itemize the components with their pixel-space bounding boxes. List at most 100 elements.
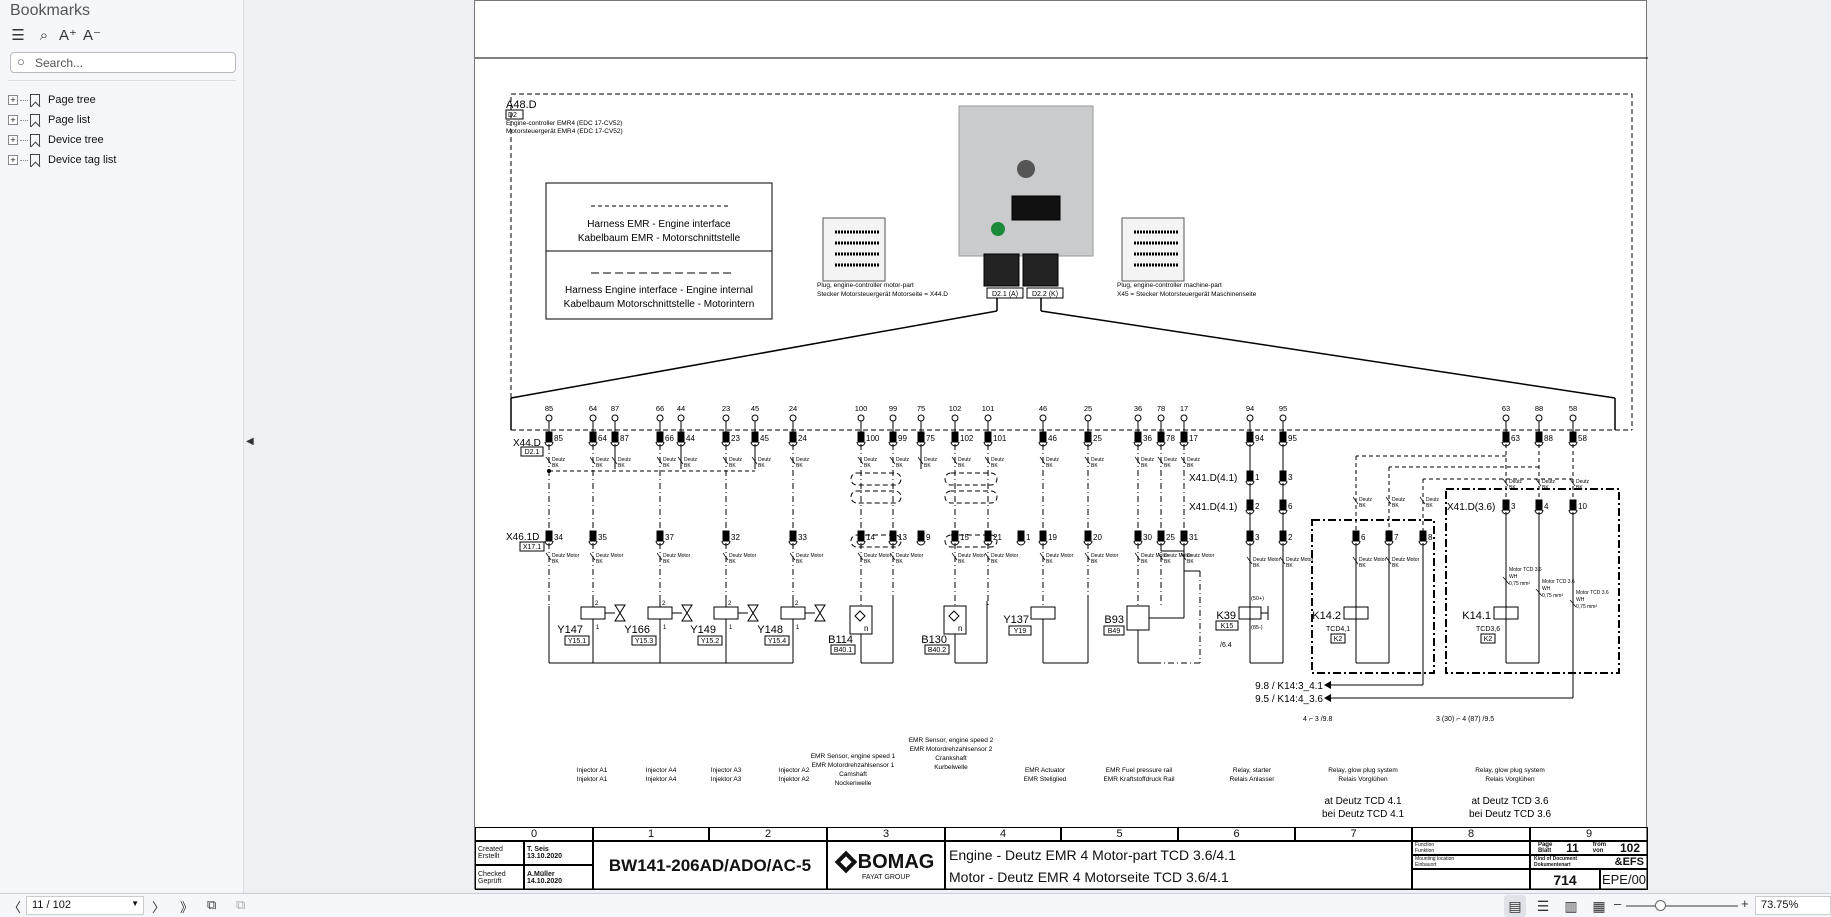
continuous-view-icon[interactable]: ☰ (1536, 898, 1550, 914)
created-label-text: Created (478, 846, 503, 853)
connector-pin (722, 530, 730, 542)
relay-box-tcd41 (1311, 519, 1435, 674)
wire-label: Deutz (991, 457, 1005, 463)
terminal-number: 87 (611, 404, 619, 413)
wire-label: WH (1576, 597, 1585, 603)
terminal-circle (656, 414, 664, 422)
next-page-button[interactable]: 〉 (152, 900, 166, 915)
component-description: EMR Sensor, engine speed 2 (909, 737, 994, 744)
grid-column-number-text: 3 (882, 828, 890, 840)
connector-pin (1246, 530, 1254, 542)
expand-icon[interactable]: + (8, 95, 18, 105)
connector-pin (1134, 530, 1142, 542)
component-tag: K14.2 (1312, 610, 1341, 622)
label: K2 (1484, 636, 1493, 643)
two-page-view-icon[interactable]: ▥ (1564, 898, 1578, 914)
title-en: Engine - Deutz EMR 4 Motor-part TCD 3.6/… (949, 846, 1236, 863)
label: B40.1 (834, 647, 852, 654)
grid-column-number: 5 (1061, 827, 1178, 841)
wire-label: Deutz (1426, 497, 1440, 503)
wire-label: Deutz Motor (1253, 557, 1281, 563)
label: 1 (596, 625, 600, 631)
bookmark-page-tree[interactable]: +Page tree (8, 91, 96, 109)
expand-icon[interactable]: + (8, 135, 18, 145)
component-ref-box (1480, 633, 1496, 644)
connector-pin (589, 431, 597, 443)
cross-reference: /6.4 (1220, 642, 1232, 649)
last-page-button[interactable]: 》 (180, 900, 194, 915)
component-description: Kurbelwelle (934, 764, 968, 771)
wire-label: BK (1141, 463, 1148, 469)
grid-column-number: 8 (1412, 827, 1530, 841)
pin-number: 36 (1143, 434, 1152, 443)
wire-mark (1385, 496, 1392, 505)
wire-label: Motor TCD 3.6 (1542, 579, 1575, 585)
connector-pin (1039, 530, 1047, 542)
machine-model: BW141-206AD/ADO/AC-5 (593, 841, 827, 890)
wire-mark (951, 552, 958, 561)
bookmark-device-tree[interactable]: +Device tree (8, 131, 104, 149)
pin-socket (1016, 540, 1026, 546)
wire-label: Deutz (663, 457, 677, 463)
expand-icon[interactable]: + (8, 155, 18, 165)
prev-page-button[interactable]: 〈 (8, 900, 22, 915)
bookmark-device-tag-list[interactable]: +Device tag list (8, 151, 116, 169)
divider (8, 80, 236, 81)
label: 1 (729, 625, 733, 631)
single-page-view-icon[interactable]: ▤ (1504, 895, 1526, 917)
bookmark-page-list[interactable]: +Page list (8, 111, 90, 129)
search-input[interactable]: ○Search... (10, 52, 236, 73)
wire-mark (589, 456, 596, 465)
brand-sub: FAYAT GROUP (861, 873, 911, 881)
wire-mark (1535, 478, 1542, 487)
terminal-circle (1279, 414, 1287, 422)
wire-label: Deutz (552, 457, 566, 463)
bookmarks-panel: Bookmarks ☰ ⌕ A⁺ A⁻ ○Search... +Page tre… (0, 0, 244, 893)
wire-label: BK (1091, 463, 1098, 469)
two-page-continuous-icon[interactable]: ▦ (1592, 898, 1606, 914)
wire-mark (722, 552, 729, 561)
wire-mark (789, 552, 796, 561)
collapse-panel-arrow-icon[interactable]: ◀ (246, 436, 254, 447)
connector-pin (1419, 530, 1427, 542)
zoom-slider[interactable] (1626, 900, 1738, 911)
valve-symbol (747, 604, 759, 622)
page-selector[interactable]: 11 / 102▼ (26, 896, 144, 915)
pin-number: 100 (866, 434, 880, 443)
zoom-out-button[interactable]: – (1614, 896, 1622, 911)
terminal-circle (677, 414, 685, 422)
zoom-input[interactable]: 73.75% (1755, 896, 1831, 915)
go-forward-icon[interactable]: ⧉ (236, 897, 246, 912)
list-icon[interactable]: ☰ (11, 27, 25, 44)
pin-number: 13 (898, 533, 907, 542)
wire (1502, 576, 1510, 585)
component-tag: Y147 (557, 624, 583, 636)
expand-icon[interactable]: + (8, 115, 18, 125)
zoom-value: 73.75% (1761, 899, 1799, 911)
kind-label-de: Dokumentenart (1534, 862, 1571, 868)
font-increase-icon[interactable]: A⁺ (59, 27, 77, 44)
wire-label: Deutz Motor (958, 553, 986, 559)
pin-number: 94 (1255, 434, 1264, 443)
go-back-icon[interactable]: ⧉ (207, 897, 217, 912)
font-decrease-icon[interactable]: A⁻ (83, 27, 101, 44)
component-ref-box (1215, 620, 1239, 631)
label: 2 (662, 601, 666, 607)
pin-number: 44 (686, 434, 695, 443)
zoom-in-button[interactable]: + (1741, 896, 1749, 911)
grid-column-number-text: 5 (1116, 828, 1123, 840)
connector-pin (1246, 431, 1254, 443)
component-tag: B93 (1104, 614, 1124, 626)
wire-label: Deutz Motor (796, 553, 824, 559)
terminal-number: 78 (1157, 404, 1165, 413)
component-description: Relais Vorglühen (1338, 776, 1388, 783)
wire-mark (889, 552, 896, 561)
x41-label: X41.D(4.1) (1189, 473, 1237, 484)
machine-model-text: BW141-206AD/ADO/AC-5 (608, 855, 812, 875)
contact-reference: 4 ⌐ 3 /9.8 (1303, 716, 1332, 723)
terminal-number: 102 (949, 404, 962, 413)
connector-pin (677, 431, 685, 443)
zoom-slider-thumb[interactable] (1654, 900, 1666, 911)
relay-variant: TCD4,1 (1326, 626, 1350, 633)
find-bookmark-icon[interactable]: ⌕ (39, 27, 49, 44)
